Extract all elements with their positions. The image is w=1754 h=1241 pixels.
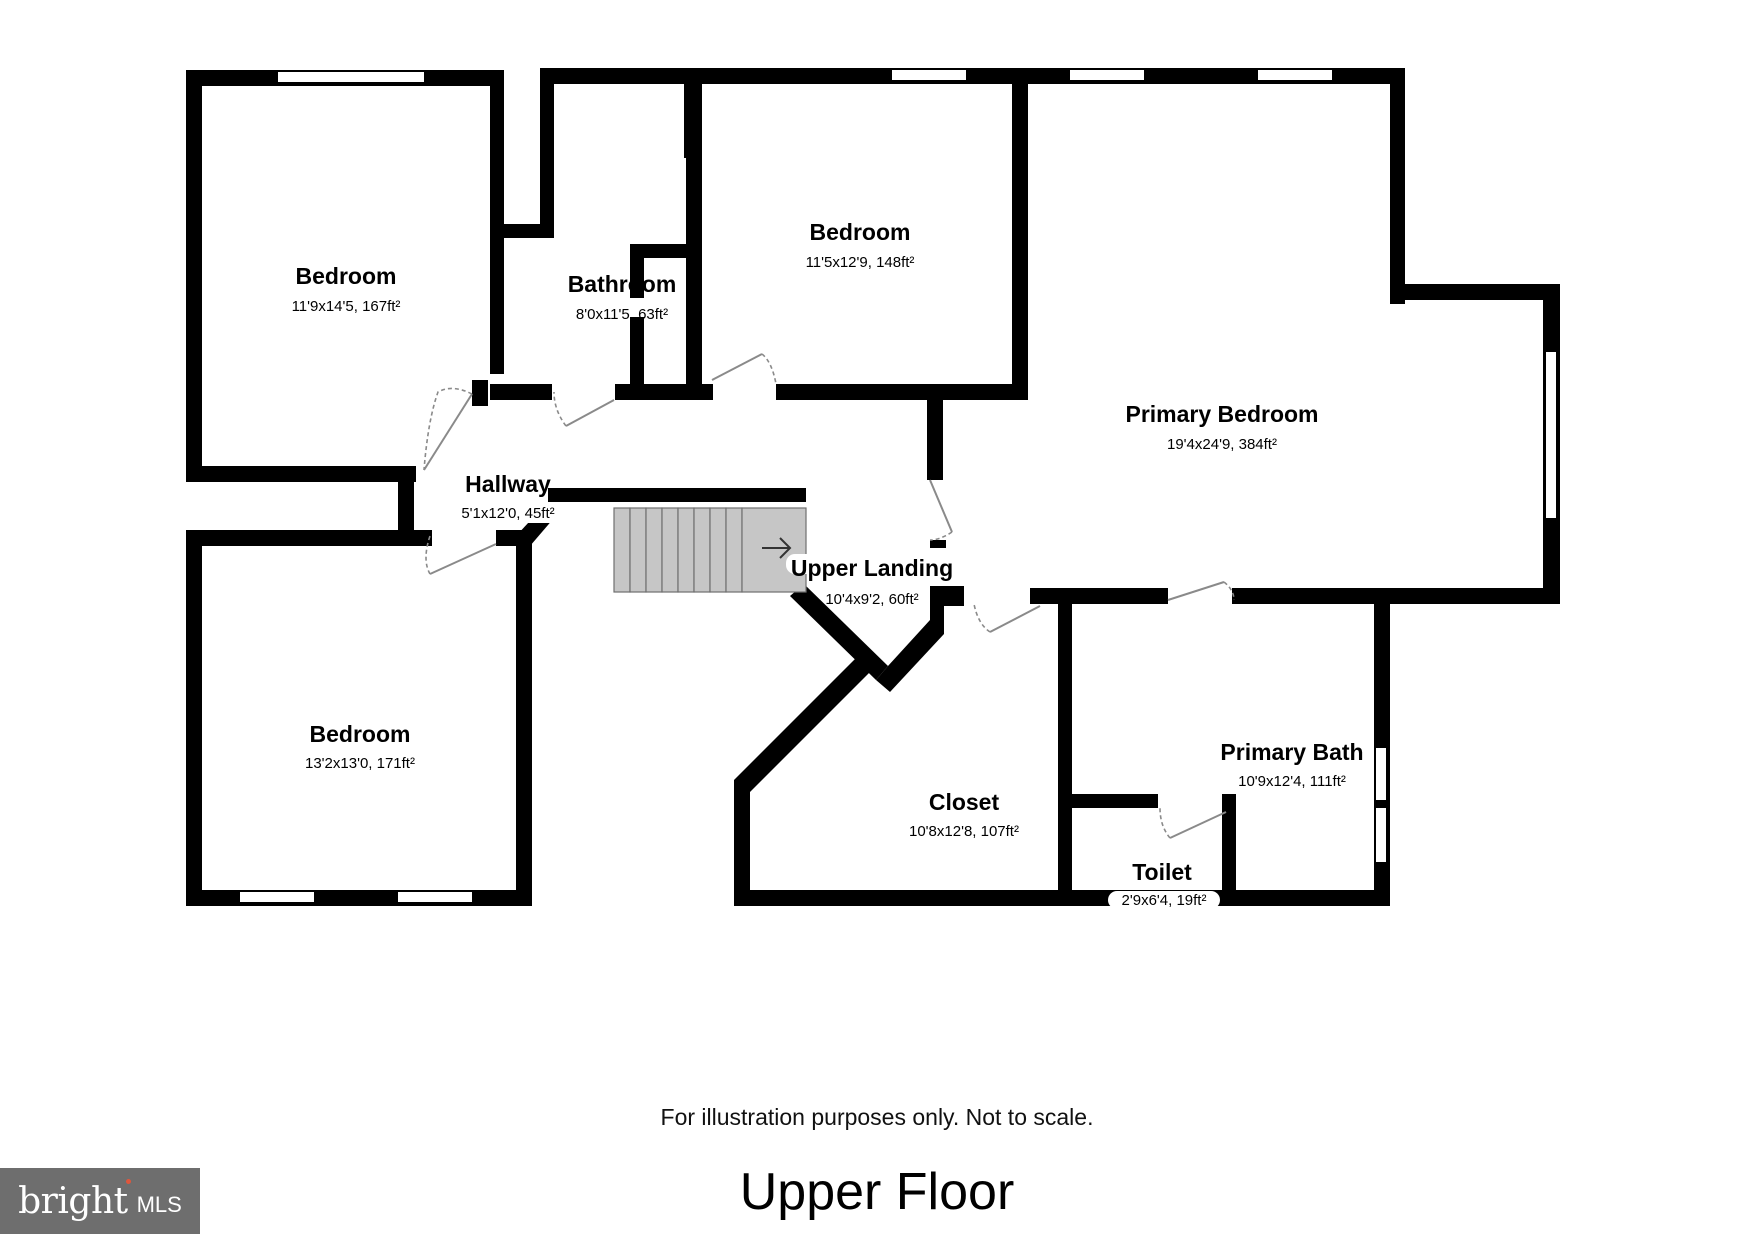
room-labels: Bedroom 11'9x14'5, 167ft² Bathroom 8'0x1… [292,219,1364,909]
room-closet: Closet 10'8x12'8, 107ft² [909,789,1019,840]
room-bedroom-1: Bedroom 11'9x14'5, 167ft² [292,263,401,315]
room-name: Bedroom [810,219,911,245]
room-name: Primary Bath [1220,739,1363,765]
walls [186,68,1560,906]
room-dimensions: 13'2x13'0, 171ft² [305,755,415,772]
logo-wordmark: bright [18,1180,128,1222]
room-dimensions: 10'4x9'2, 60ft² [825,591,918,608]
room-dimensions: 11'9x14'5, 167ft² [292,298,401,315]
doors [423,353,1235,839]
logo-suffix: MLS [136,1192,182,1217]
floor-title: Upper Floor [739,1163,1015,1221]
bright-mls-logo: bright MLS [0,1168,200,1234]
room-bedroom-2: Bedroom 11'5x12'9, 148ft² [806,219,915,271]
logo-dot-icon [125,1178,131,1184]
room-primary-bedroom: Primary Bedroom 19'4x24'9, 384ft² [1125,401,1318,453]
room-hallway: Hallway 5'1x12'0, 45ft² [448,471,566,523]
room-name: Upper Landing [791,555,953,581]
room-primary-bath: Primary Bath 10'9x12'4, 111ft² [1220,739,1363,790]
room-dimensions: 19'4x24'9, 384ft² [1167,436,1277,453]
room-dimensions: 5'1x12'0, 45ft² [461,505,554,522]
room-upper-landing: Upper Landing 10'4x9'2, 60ft² [786,554,953,608]
room-name: Bedroom [310,721,411,747]
windows [240,70,1556,902]
room-dimensions: 10'8x12'8, 107ft² [909,823,1019,840]
room-dimensions: 11'5x12'9, 148ft² [806,254,915,271]
room-name: Primary Bedroom [1125,401,1318,427]
room-dimensions: 2'9x6'4, 19ft² [1122,892,1207,909]
room-toilet: Toilet 2'9x6'4, 19ft² [1108,859,1220,909]
disclaimer-note: For illustration purposes only. Not to s… [660,1104,1094,1130]
room-name: Hallway [465,471,551,497]
room-bedroom-3: Bedroom 13'2x13'0, 171ft² [305,721,415,772]
room-name: Toilet [1132,859,1192,885]
room-name: Bedroom [296,263,397,289]
staircase [613,507,807,593]
room-dimensions: 10'9x12'4, 111ft² [1238,773,1346,790]
arrow-right-icon [762,537,792,559]
room-dimensions: 8'0x11'5, 63ft² [576,306,668,323]
room-bathroom: Bathroom 8'0x11'5, 63ft² [562,271,684,323]
room-name: Closet [929,789,1000,815]
room-name: Bathroom [568,271,677,297]
